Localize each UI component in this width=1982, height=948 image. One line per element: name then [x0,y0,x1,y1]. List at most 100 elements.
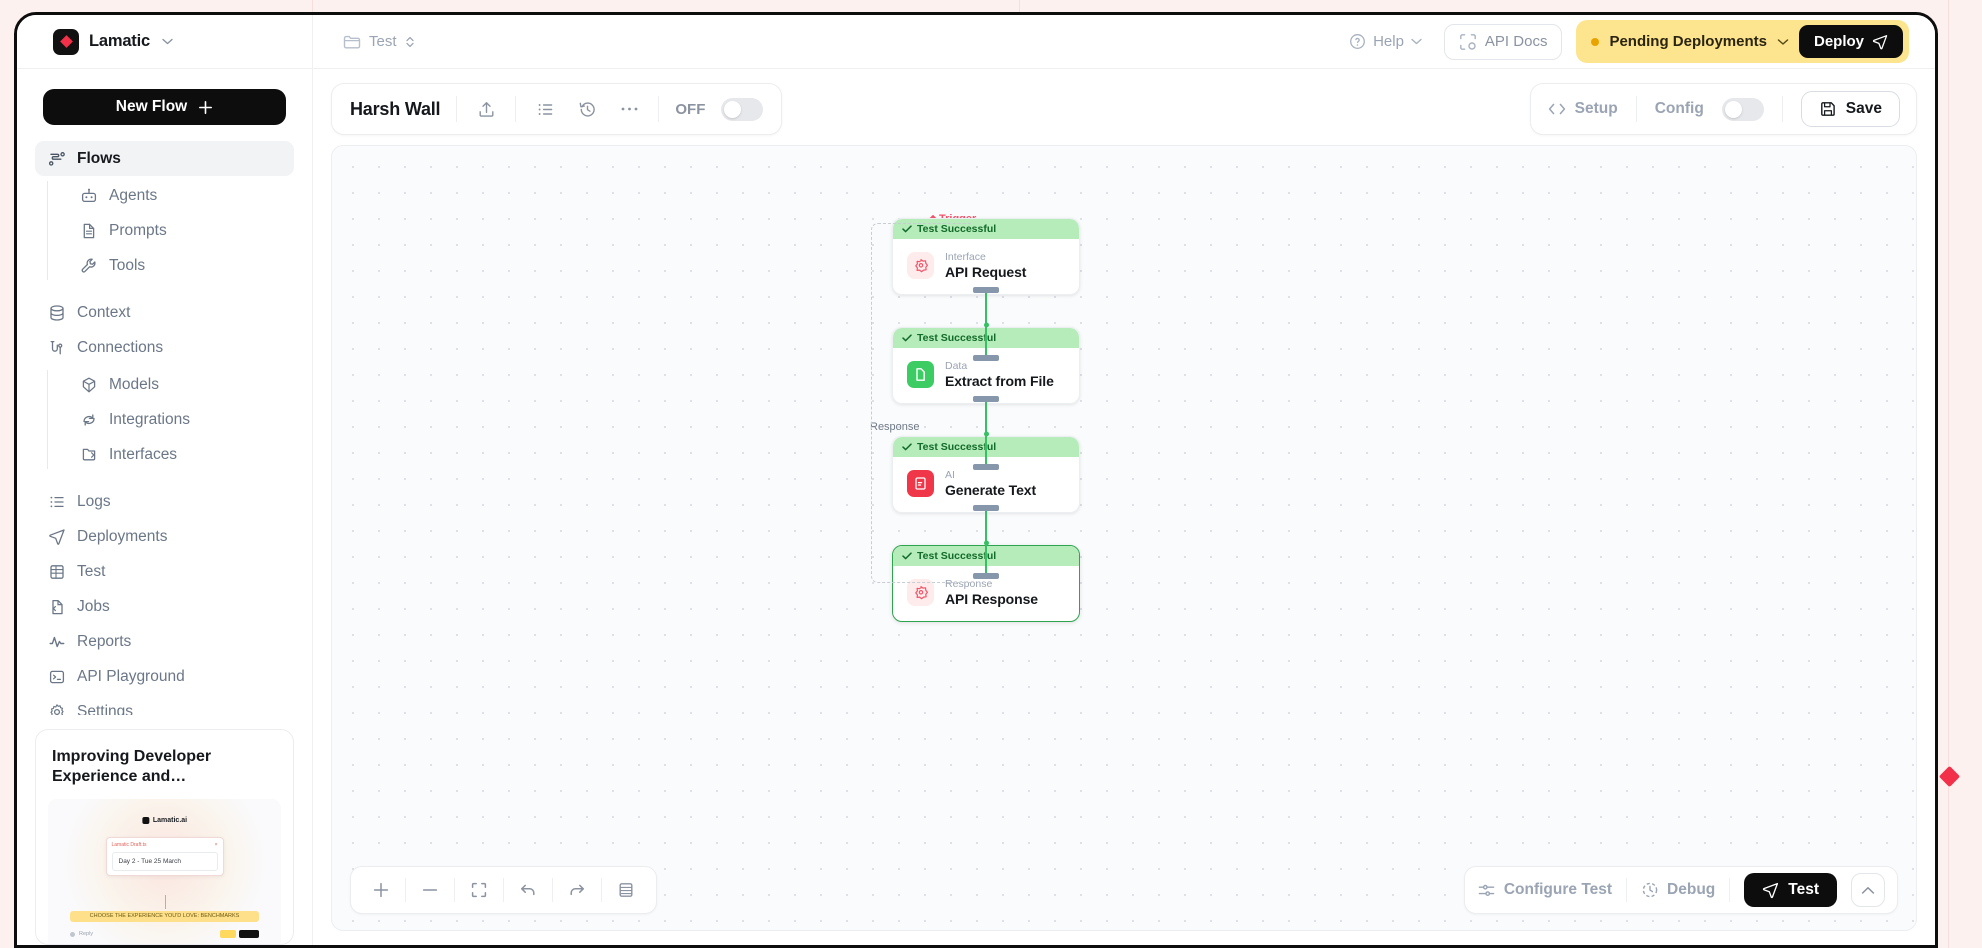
port-in-3[interactable] [973,464,999,470]
pending-deployments-label[interactable]: Pending Deployments [1609,33,1767,50]
panel-toggle-button[interactable] [606,873,646,907]
sidebar-item-connections[interactable]: Connections [35,330,294,365]
promo-footer-label: Reply [79,931,94,938]
sidebar-divider [35,474,294,484]
zoom-toolbar [350,866,657,914]
configure-test-button[interactable]: Configure Test [1477,881,1612,900]
node-texts: Data Extract from File [945,360,1054,389]
new-flow-button[interactable]: New Flow [43,89,286,125]
port-out-2[interactable] [973,396,999,402]
sidebar-item-settings[interactable]: Settings [35,694,294,716]
sidebar-item-label: Deployments [77,527,168,545]
save-button[interactable]: Save [1800,91,1900,127]
sidebar-item-integrations[interactable]: Integrations [67,402,294,437]
question-circle-icon [1349,33,1366,50]
response-label: Response [870,421,920,433]
sidebar-item-label: Flows [77,149,121,167]
sidebar-item-deployments[interactable]: Deployments [35,519,294,554]
divider [515,96,517,122]
flow-toolbar: Harsh Wall OFF [331,83,783,135]
flow-enable-toggle[interactable] [721,97,764,121]
node-texts: Response API Response [945,578,1038,607]
chevron-down-icon[interactable] [162,38,173,45]
sidebar-item-label: Interfaces [109,445,178,463]
test-toolbar: Configure Test Debug [1463,866,1898,914]
node-kind: Data [945,360,968,372]
flow-name[interactable]: Harsh Wall [350,98,441,119]
new-flow-wrap: New Flow [17,69,312,139]
flow-graph: Trigger Response [332,146,1916,930]
sidebar-item-tools[interactable]: Tools [67,248,294,283]
sidebar-item-agents[interactable]: Agents [67,178,294,213]
database-icon [47,303,66,322]
debug-button[interactable]: Debug [1641,881,1715,899]
sidebar-item-label: Test [77,562,106,580]
sidebar-item-label: Connections [77,338,164,356]
flow-canvas[interactable]: Trigger Response [331,145,1917,931]
ai-node-icon [907,470,934,497]
promo-card[interactable]: Improving Developer Experience and… Lama… [35,729,294,945]
sidebar-item-label: Tools [109,256,146,274]
more-horizontal-icon[interactable] [616,96,642,122]
node-texts: AI Generate Text [945,469,1036,498]
sidebar-item-label: Reports [77,632,132,650]
sidebar-item-models[interactable]: Models [67,367,294,402]
divider [552,878,553,902]
divider [503,878,504,902]
divider [405,878,406,902]
config-label-wrap: Config [1655,100,1704,118]
upload-icon[interactable] [473,96,499,122]
port-out-3[interactable] [973,505,999,511]
sidebar-item-logs[interactable]: Logs [35,484,294,519]
sidebar-item-context[interactable]: Context [35,295,294,330]
sidebar-item-reports[interactable]: Reports [35,624,294,659]
promo-footer-buttons [220,930,259,939]
sidebar-item-api-playground[interactable]: API Playground [35,659,294,694]
promo-banner: CHOOSE THE EXPERIENCE YOU'D LOVE: BENCHM… [70,911,259,923]
zoom-out-button[interactable] [410,873,450,907]
history-icon[interactable] [574,96,600,122]
deploy-button[interactable]: Deploy [1798,25,1903,58]
help-menu-button[interactable]: Help [1341,27,1430,56]
debug-label: Debug [1667,881,1716,898]
sidebar-item-interfaces[interactable]: Interfaces [67,437,294,472]
test-grid-icon [47,562,66,581]
port-in-4[interactable] [973,573,999,579]
send-icon [1762,882,1779,899]
sidebar-item-label: Prompts [109,221,167,239]
node-texts: Interface API Request [945,251,1026,280]
check-icon [902,443,912,451]
zoom-in-button[interactable] [361,873,401,907]
setup-button[interactable]: Setup [1547,100,1618,118]
chevron-down-icon [1411,38,1422,45]
chevron-up-down-icon[interactable] [405,35,415,49]
divider [1729,878,1731,902]
breadcrumb[interactable]: Test [313,33,415,50]
sidebar-group-flows: Agents Prompts Tools [47,178,294,283]
pending-status-dot-icon [1591,37,1600,46]
fit-view-button[interactable] [459,873,499,907]
node-status-label: Test Successful [917,332,997,344]
config-label: Config [1654,100,1704,117]
api-docs-button[interactable]: API Docs [1443,23,1563,60]
port-out-1[interactable] [973,287,999,293]
promo-brand-label: Lamatic.ai [152,817,188,825]
sidebar-item-prompts[interactable]: Prompts [67,213,294,248]
brand-menu[interactable]: Lamatic [17,15,313,68]
divider [454,878,455,902]
flow-node-api-request[interactable]: Test Successful Interface API Request [892,218,1080,295]
expand-panel-button[interactable] [1851,873,1885,907]
redo-button[interactable] [557,873,597,907]
chevron-down-icon[interactable] [1777,38,1789,46]
sidebar-item-jobs[interactable]: Jobs [35,589,294,624]
config-toggle[interactable] [1721,97,1764,121]
undo-button[interactable] [508,873,548,907]
port-in-2[interactable] [973,355,999,361]
list-icon[interactable] [532,96,558,122]
sidebar-item-test[interactable]: Test [35,554,294,589]
test-run-button[interactable]: Test [1744,873,1837,907]
sidebar-item-flows[interactable]: Flows [35,141,294,176]
flow-node-extract-from-file[interactable]: Test Successful Data Extract from File [892,327,1080,404]
sidebar-item-label: Context [77,303,131,321]
